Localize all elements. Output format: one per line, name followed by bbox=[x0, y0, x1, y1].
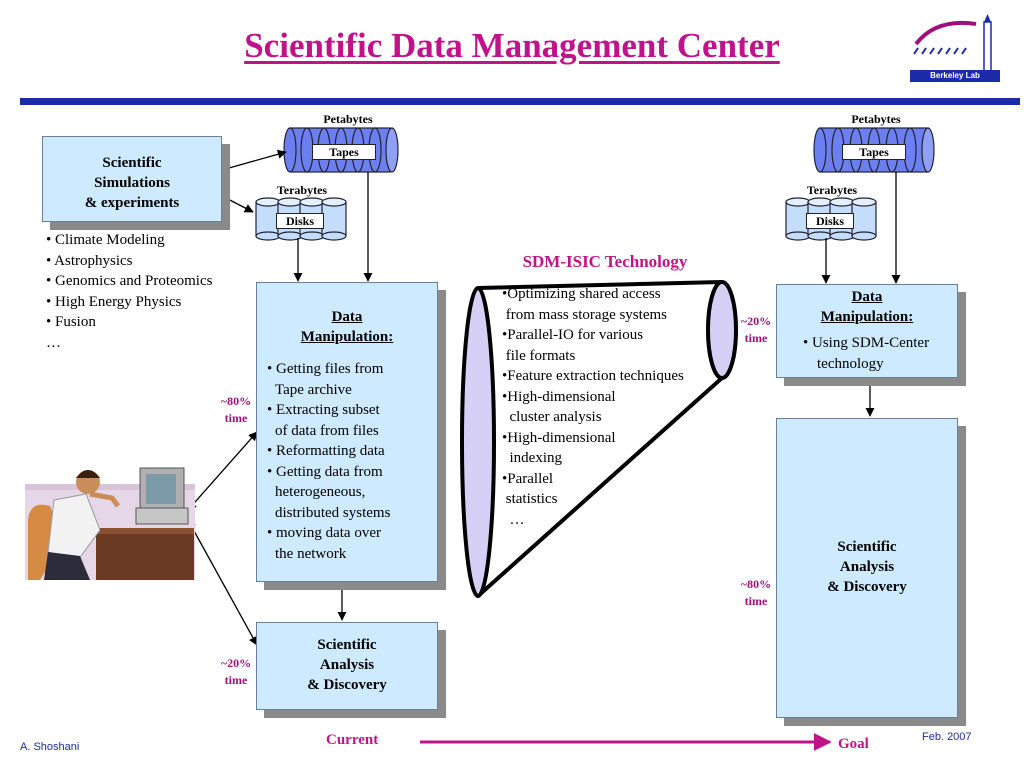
left-analysis-percent: ~20% time bbox=[210, 655, 262, 689]
author-label: A. Shoshani bbox=[20, 741, 80, 753]
left-dm-item: • Reformatting data bbox=[267, 443, 385, 459]
right-tapes-label: Tapes bbox=[842, 144, 906, 160]
left-manip-percent: ~80% time bbox=[210, 393, 262, 427]
sdm-technology-list: •Optimizing shared access from mass stor… bbox=[502, 284, 718, 530]
sdm-funnel-shape bbox=[460, 280, 738, 598]
right-dm-title-2: Manipulation: bbox=[820, 309, 914, 325]
right-petabytes-label: Petabytes bbox=[851, 112, 901, 126]
right-terabytes-label: Terabytes bbox=[806, 183, 858, 197]
right-flow-arrows bbox=[821, 172, 901, 417]
left-dm-item: • moving data over bbox=[267, 525, 381, 541]
sdm-item: •Optimizing shared access bbox=[502, 286, 661, 302]
percent-unit: time bbox=[744, 594, 768, 608]
domain-item: • Genomics and Proteomics bbox=[46, 273, 213, 289]
sdm-item: … bbox=[502, 511, 525, 528]
right-analysis-percent: ~80% time bbox=[730, 576, 782, 610]
left-flow-arrows bbox=[187, 149, 373, 646]
right-dm-item: • Using SDM-Center bbox=[803, 335, 930, 351]
right-analysis-line-3: & Discovery bbox=[827, 579, 907, 595]
simulations-line-2: Simulations bbox=[94, 175, 170, 191]
left-data-manipulation-box: Data Manipulation: • Getting files from … bbox=[256, 282, 438, 582]
percent-value: ~80% bbox=[740, 577, 772, 591]
simulations-line-1: Scientific bbox=[102, 155, 162, 171]
left-dm-item: distributed systems bbox=[275, 504, 391, 521]
percent-unit: time bbox=[224, 411, 248, 425]
left-terabytes-label: Terabytes bbox=[276, 183, 328, 197]
domain-item: … bbox=[46, 334, 61, 351]
domain-item: • Fusion bbox=[46, 314, 96, 330]
right-analysis-line-2: Analysis bbox=[839, 559, 895, 575]
left-analysis-line-2: Analysis bbox=[319, 657, 375, 673]
sdm-item: •High-dimensional bbox=[502, 429, 616, 446]
left-analysis-line-1: Scientific bbox=[317, 637, 377, 653]
simulations-box: Scientific Simulations & experiments bbox=[42, 136, 222, 222]
left-dm-title-1: Data bbox=[331, 309, 363, 325]
left-tapes-label: Tapes bbox=[312, 144, 376, 160]
current-label: Current bbox=[326, 732, 379, 748]
left-disks-label: Disks bbox=[276, 213, 324, 229]
left-dm-item: Tape archive bbox=[275, 381, 352, 398]
person-at-computer-image bbox=[25, 467, 195, 580]
sdm-item: •High-dimensional bbox=[502, 388, 616, 405]
percent-unit: time bbox=[744, 331, 768, 345]
right-data-manipulation-box: Data Manipulation: • Using SDM-Center te… bbox=[776, 284, 958, 378]
logo-text: Berkeley Lab bbox=[930, 71, 980, 80]
right-analysis-box: Scientific Analysis & Discovery bbox=[776, 418, 958, 718]
goal-label: Goal bbox=[838, 736, 869, 752]
sdm-item: from mass storage systems bbox=[502, 306, 667, 323]
page-title: Scientific Data Management Center bbox=[244, 26, 780, 65]
right-dm-item: technology bbox=[817, 355, 884, 372]
right-manip-percent: ~20% time bbox=[730, 313, 782, 347]
left-dm-title-2: Manipulation: bbox=[300, 329, 394, 345]
sdm-item: •Parallel bbox=[502, 470, 554, 487]
left-dm-item: • Getting data from bbox=[267, 463, 383, 480]
percent-unit: time bbox=[224, 673, 248, 687]
left-analysis-box: Scientific Analysis & Discovery bbox=[256, 622, 438, 710]
left-dm-item: • Extracting subset bbox=[267, 402, 380, 418]
left-petabytes-label: Petabytes bbox=[323, 112, 373, 126]
sdm-item: indexing bbox=[502, 450, 563, 466]
domain-item: • Climate Modeling bbox=[46, 232, 165, 248]
sdm-item: file formats bbox=[502, 347, 576, 364]
berkeley-lab-logo: Berkeley Lab bbox=[906, 14, 1006, 86]
percent-value: ~80% bbox=[220, 394, 252, 408]
left-dm-item: the network bbox=[275, 545, 347, 562]
percent-value: ~20% bbox=[220, 656, 252, 670]
berkeley-lab-logo-icon bbox=[910, 14, 1000, 82]
left-analysis-line-3: & Discovery bbox=[307, 677, 387, 693]
date-label: Feb. 2007 bbox=[922, 731, 972, 743]
sdm-item: •Feature extraction techniques bbox=[502, 368, 684, 384]
sdm-item: •Parallel-IO for various bbox=[502, 327, 644, 343]
right-analysis-line-1: Scientific bbox=[837, 539, 897, 555]
domain-item: • High Energy Physics bbox=[46, 293, 182, 310]
left-dm-item: of data from files bbox=[275, 422, 379, 439]
title-divider bbox=[20, 98, 1020, 105]
sdm-item: cluster analysis bbox=[502, 409, 602, 425]
percent-value: ~20% bbox=[740, 314, 772, 328]
right-dm-title-1: Data bbox=[851, 289, 883, 305]
right-disks-label: Disks bbox=[806, 213, 854, 229]
sdm-item: statistics bbox=[502, 491, 558, 507]
domain-list: • Climate Modeling • Astrophysics • Geno… bbox=[46, 230, 246, 353]
left-dm-item: • Getting files from bbox=[267, 361, 384, 377]
left-dm-item: heterogeneous, bbox=[275, 484, 366, 500]
domain-item: • Astrophysics bbox=[46, 252, 133, 269]
sdm-title: SDM-ISIC Technology bbox=[522, 252, 688, 271]
simulations-line-3: & experiments bbox=[84, 195, 180, 211]
